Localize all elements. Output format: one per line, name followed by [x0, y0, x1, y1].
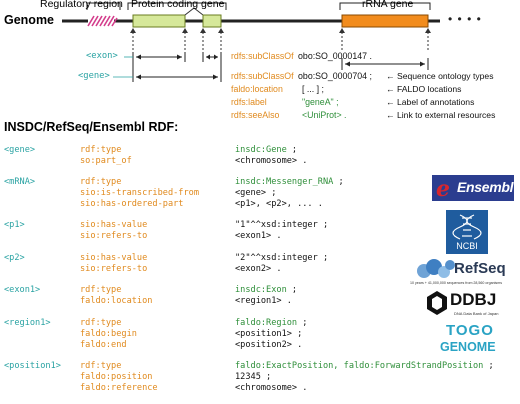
rdf-object: insdc:Gene ; [235, 145, 298, 155]
rdf-predicate: sio:has-ordered-part [80, 199, 184, 209]
annotation-links: ← Link to external resources [386, 110, 496, 120]
rdf-predicate: faldo:location [80, 296, 153, 306]
rdf-predicate: faldo:end [80, 340, 127, 350]
rdf-predicate: rdf:type [80, 361, 122, 371]
rdf-subject-exon1: <exon1> [4, 285, 41, 295]
rdf-subject-region1: <region1> [4, 318, 51, 328]
rdf-object: "2"^^xsd:integer ; [235, 253, 329, 263]
ddbj-subtitle: DNA Data Bank of Japan [454, 311, 499, 316]
section-title: INSDC/RefSeq/Ensembl RDF: [4, 120, 179, 134]
triple-row-4: rdfs:seeAlso <UniProt> . [231, 110, 347, 120]
rdf-object: <exon1> . [235, 231, 282, 241]
ellipsis: • • • • [448, 12, 482, 26]
refseq-subtitle: 10 years + 41,000,000 sequences from 28,… [410, 281, 502, 285]
protein-coding-label: Protein coding gene [131, 0, 225, 10]
ncbi-helix-icon [452, 214, 482, 240]
rdf-predicate: rdf:type [80, 318, 122, 328]
rdf-object: <position1> ; [235, 329, 303, 339]
ddbj-icon [427, 291, 447, 315]
svg-text:e: e [436, 176, 450, 201]
regulatory-region [87, 15, 118, 27]
triple-pred: faldo:location [231, 84, 283, 94]
rdf-object: <chromosome> . [235, 156, 308, 166]
ensembl-e-icon: e [436, 176, 450, 201]
rdf-predicate: faldo:begin [80, 329, 137, 339]
genome-label: Genome [4, 13, 55, 27]
ensembl-text: Ensembl [457, 179, 514, 195]
rrna-box [341, 14, 429, 28]
annotation-faldo: ← FALDO locations [386, 84, 462, 94]
rrna-bracket [339, 2, 431, 10]
rdf-predicate: sio:refers-to [80, 264, 148, 274]
exon-1 [132, 14, 186, 28]
rdf-object: <gene> ; [235, 188, 277, 198]
exon-tag: <exon> [86, 51, 118, 61]
rdf-predicate: sio:has-value [80, 253, 148, 263]
triple-row-1: rdfs:subClassOf obo:SO_0000704 ; [231, 71, 372, 81]
coding-bracket [127, 2, 227, 10]
rdf-predicate: so:part_of [80, 156, 132, 166]
rdf-subject-position1: <position1> [4, 361, 61, 371]
ddbj-logo: DDBJ DNA Data Bank of Japan [426, 290, 516, 320]
rdf-predicate: faldo:position [80, 372, 153, 382]
rdf-object: <exon2> . [235, 264, 282, 274]
triple-obj: obo:SO_0000704 ; [298, 71, 372, 81]
ddbj-text: DDBJ [450, 290, 497, 309]
rdf-predicate: rdf:type [80, 145, 122, 155]
rrna-label: rRNA gene [362, 0, 414, 10]
triple-pred: rdfs:subClassOf [231, 71, 294, 81]
rdf-predicate: rdf:type [80, 285, 122, 295]
rdf-object: <chromosome> . [235, 383, 308, 393]
genome-diagram [62, 2, 440, 82]
rdf-object: <position2> . [235, 340, 303, 350]
ncbi-logo: NCBI [446, 210, 488, 254]
ensembl-logo: e Ensembl [432, 175, 514, 201]
triple-row-3: rdfs:label "geneA" ; [231, 97, 339, 107]
regulatory-bracket [86, 2, 121, 10]
rdf-object: faldo:Region ; [235, 318, 308, 328]
rdf-subject-p2: <p2> [4, 253, 25, 263]
refseq-logo: RefSeq 10 years + 41,000,000 sequences f… [410, 258, 516, 290]
rdf-predicate: sio:is-transcribed-from [80, 188, 199, 198]
rdf-object: "1"^^xsd:integer ; [235, 220, 329, 230]
rdf-object: insdc:Messenger_RNA ; [235, 177, 344, 187]
genome-text: GENOME [440, 340, 496, 354]
rdf-object: faldo:ExactPosition, faldo:ForwardStrand… [235, 361, 494, 371]
rdf-object: <region1> . [235, 296, 292, 306]
triple-obj: "geneA" ; [302, 97, 339, 107]
ncbi-text: NCBI [456, 241, 478, 251]
triple-row-0: rdfs:subClassOf obo:SO_0000147 . [231, 51, 372, 61]
intron [184, 7, 204, 16]
rdf-predicate: sio:has-value [80, 220, 148, 230]
refseq-bubbles-icon [417, 259, 455, 278]
rdf-subject-mrna: <mRNA> [4, 177, 36, 187]
triple-row-2: faldo:location [ ... ] ; [231, 84, 324, 94]
togo-genome-logo: TOGO GENOME [440, 322, 504, 360]
rdf-predicate: faldo:reference [80, 383, 158, 393]
rdf-predicate: rdf:type [80, 177, 122, 187]
refseq-text: RefSeq [454, 260, 506, 277]
annotation-so-types: ← Sequence ontology types [386, 71, 494, 81]
rdf-subject-p1: <p1> [4, 220, 25, 230]
togo-text: TOGO [446, 322, 494, 339]
annotation-label: ← Label of annotations [386, 97, 475, 107]
rdf-object: <p1>, <p2>, ... . [235, 199, 323, 209]
triple-pred: rdfs:label [231, 97, 267, 107]
rdf-object: insdc:Exon ; [235, 285, 298, 295]
triple-obj: <UniProt> . [302, 110, 347, 120]
regulatory-region-label: Regulatory region [40, 0, 123, 10]
rdf-subject-gene: <gene> [4, 145, 36, 155]
gene-tag: <gene> [78, 71, 110, 81]
triple-obj: obo:SO_0000147 . [298, 51, 372, 61]
triple-pred: rdfs:subClassOf [231, 51, 294, 61]
triple-pred: rdfs:seeAlso [231, 110, 280, 120]
exon-2 [202, 14, 222, 28]
rdf-object: 12345 ; [235, 372, 272, 382]
triple-obj: [ ... ] ; [302, 84, 324, 94]
rdf-predicate: sio:refers-to [80, 231, 148, 241]
